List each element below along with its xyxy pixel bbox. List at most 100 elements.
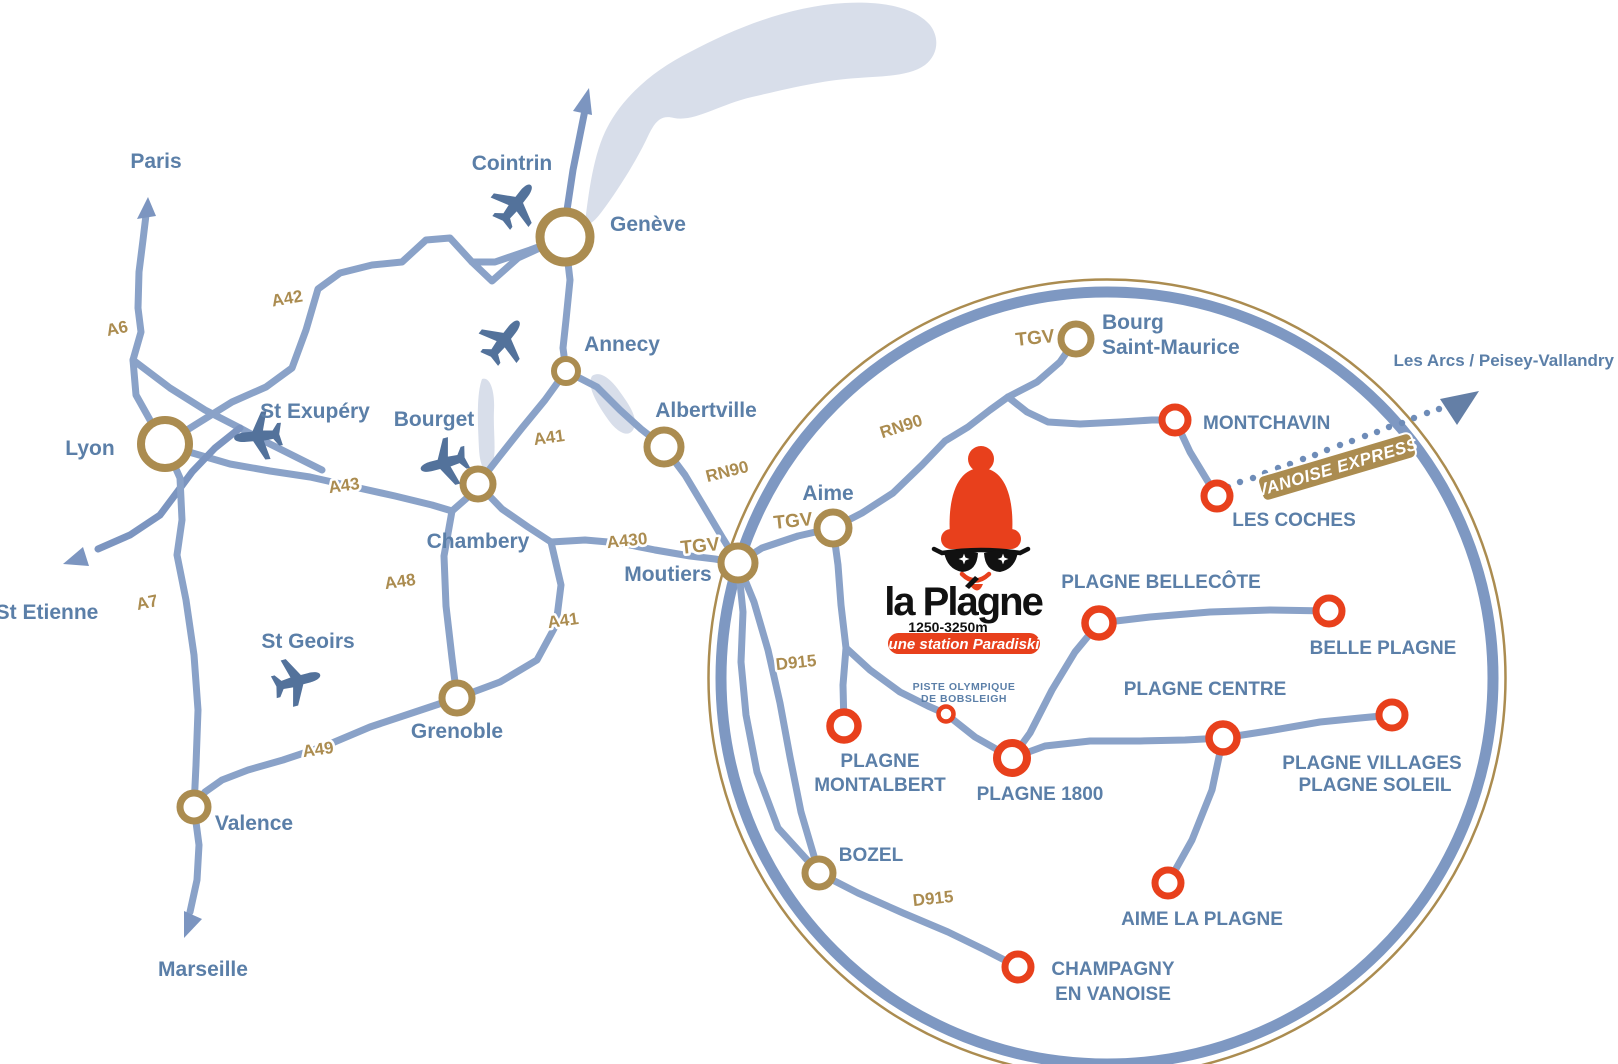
lake-geneva	[585, 2, 937, 224]
badge-a41-north: A41	[532, 426, 566, 449]
city-node-albertville	[643, 426, 685, 468]
resort-node-aime-la-plagne	[1151, 866, 1185, 900]
road-a430	[474, 480, 742, 567]
city-node-lyon	[137, 416, 193, 472]
resort-node-plagne-centre	[1205, 720, 1241, 756]
city-node-bozel	[801, 855, 837, 891]
label-geneve: Genève	[610, 213, 686, 236]
road-1800-centre-villages	[1008, 711, 1396, 762]
road-bozel-champagny	[815, 869, 1022, 971]
resort-nodes	[826, 403, 1409, 984]
road-a43	[185, 448, 482, 515]
logo-accent	[965, 576, 979, 589]
badge-d915-bozel: D915	[912, 887, 954, 910]
resort-node-champagny	[1001, 950, 1035, 984]
label-montchavin: MONTCHAVIN	[1203, 413, 1330, 434]
badge-tgv-aime: TGV	[773, 509, 814, 534]
badge-a7: A7	[134, 591, 159, 614]
label-st-exupery: St Exupéry	[260, 400, 370, 423]
road-centre-aimelaplagne	[1164, 734, 1227, 887]
label-paris: Paris	[130, 150, 181, 173]
label-aime-la-plagne: AIME LA PLAGNE	[1121, 909, 1283, 930]
badge-a42: A42	[270, 286, 304, 310]
resort-node-bobsleigh	[936, 704, 956, 724]
city-node-annecy	[551, 356, 581, 386]
city-node-bourg-saint-maurice	[1057, 320, 1095, 358]
resort-node-plagne-bellecote	[1081, 605, 1117, 641]
road-montchavin	[1004, 393, 1179, 428]
logo-la-plagne: la Plagne 1250-3250m une station Paradis…	[884, 446, 1045, 654]
label-bobsleigh-line2: DE BOBSLEIGH	[921, 693, 1007, 705]
label-marseille: Marseille	[158, 958, 248, 981]
label-annecy: Annecy	[584, 333, 660, 356]
label-bourget: Bourget	[394, 408, 475, 431]
label-plagne-1800: PLAGNE 1800	[977, 784, 1104, 805]
resort-node-plagne-villages	[1375, 698, 1409, 732]
road-a42	[161, 233, 569, 448]
label-plagne-bellecote: PLAGNE BELLECÔTE	[1061, 571, 1261, 593]
badge-tgv-moutiers: TGV	[680, 534, 721, 559]
city-node-grenoble	[438, 679, 476, 717]
resort-node-plagne-montalbert	[826, 708, 862, 744]
label-champagny-line2: EN VANOISE	[1055, 984, 1171, 1005]
logo-tagline-pill: une station Paradiski	[888, 633, 1040, 654]
label-st-geoirs: St Geoirs	[261, 630, 354, 653]
label-plagne-centre: PLAGNE CENTRE	[1124, 679, 1287, 700]
road-d915-west	[734, 559, 823, 877]
label-montalbert-line1: PLAGNE	[840, 751, 919, 772]
road-a6	[129, 211, 169, 448]
badge-d915-moutiers: D915	[775, 651, 817, 674]
arrow-paris	[137, 197, 156, 219]
label-montalbert-line2: MONTALBERT	[814, 775, 946, 796]
city-node-valence	[176, 789, 212, 825]
badge-a6: A6	[104, 317, 129, 340]
resort-node-plagne-1800	[993, 739, 1031, 777]
label-belle-plagne: BELLE PLAGNE	[1310, 638, 1457, 659]
badge-a43: A43	[327, 474, 361, 497]
label-st-etienne: St Etienne	[0, 601, 98, 624]
label-grenoble: Grenoble	[411, 720, 503, 743]
label-cointrin: Cointrin	[472, 152, 552, 175]
label-bourg-line1: Bourg	[1102, 311, 1164, 334]
city-node-chambery	[459, 465, 497, 503]
logo-altitude: 1250-3250m	[908, 619, 987, 635]
road-a48	[440, 507, 461, 702]
city-node-geneve	[535, 207, 595, 267]
arrow-marseille	[184, 911, 202, 938]
road-a49	[190, 694, 461, 811]
label-chambery: Chambery	[427, 530, 530, 553]
labels: Paris Cointrin Genève Annecy Albertville…	[0, 150, 1615, 1005]
resort-node-les-coches	[1200, 479, 1234, 513]
label-plagne-villages-line2: PLAGNE SOLEIL	[1298, 775, 1451, 796]
road-a41-south	[453, 538, 565, 702]
badge-rn90-albertville: RN90	[704, 457, 751, 486]
label-moutiers: Moutiers	[624, 563, 712, 586]
road-rn90-tarentaise	[734, 335, 1080, 567]
label-aime: Aime	[802, 482, 853, 505]
resort-node-belle-plagne	[1312, 594, 1346, 628]
label-plagne-villages-line1: PLAGNE VILLAGES	[1282, 753, 1461, 774]
mascot-icon	[931, 446, 1031, 591]
road-a41-north	[474, 367, 570, 488]
road-d915	[734, 559, 823, 877]
la-plagne-area-ring	[707, 278, 1507, 1064]
road-a7	[161, 440, 203, 916]
label-albertville: Albertville	[655, 399, 757, 422]
badge-a48: A48	[383, 570, 417, 593]
city-node-moutiers	[717, 542, 759, 584]
label-les-arcs-peisey-vallandry: Les Arcs / Peisey-Vallandry	[1394, 351, 1615, 370]
label-valence: Valence	[215, 812, 293, 835]
arrow-les-arcs	[1440, 391, 1479, 425]
plane-icon-annecy	[470, 306, 538, 374]
logo-tagline: une station Paradiski	[889, 636, 1041, 653]
road-bellecote-belleplagne	[1095, 606, 1333, 627]
logo-name: la Plagne	[884, 580, 1042, 624]
plane-icon-st-geoirs	[267, 651, 327, 711]
label-champagny-line1: CHAMPAGNY	[1051, 959, 1174, 980]
label-les-coches: LES COCHES	[1232, 510, 1356, 531]
badge-a41-south: A41	[546, 609, 580, 632]
badge-a49: A49	[301, 738, 335, 761]
arrow-st-etienne	[63, 547, 89, 566]
road-st-etienne	[94, 424, 244, 553]
road-1800-bellecote	[1008, 619, 1103, 762]
